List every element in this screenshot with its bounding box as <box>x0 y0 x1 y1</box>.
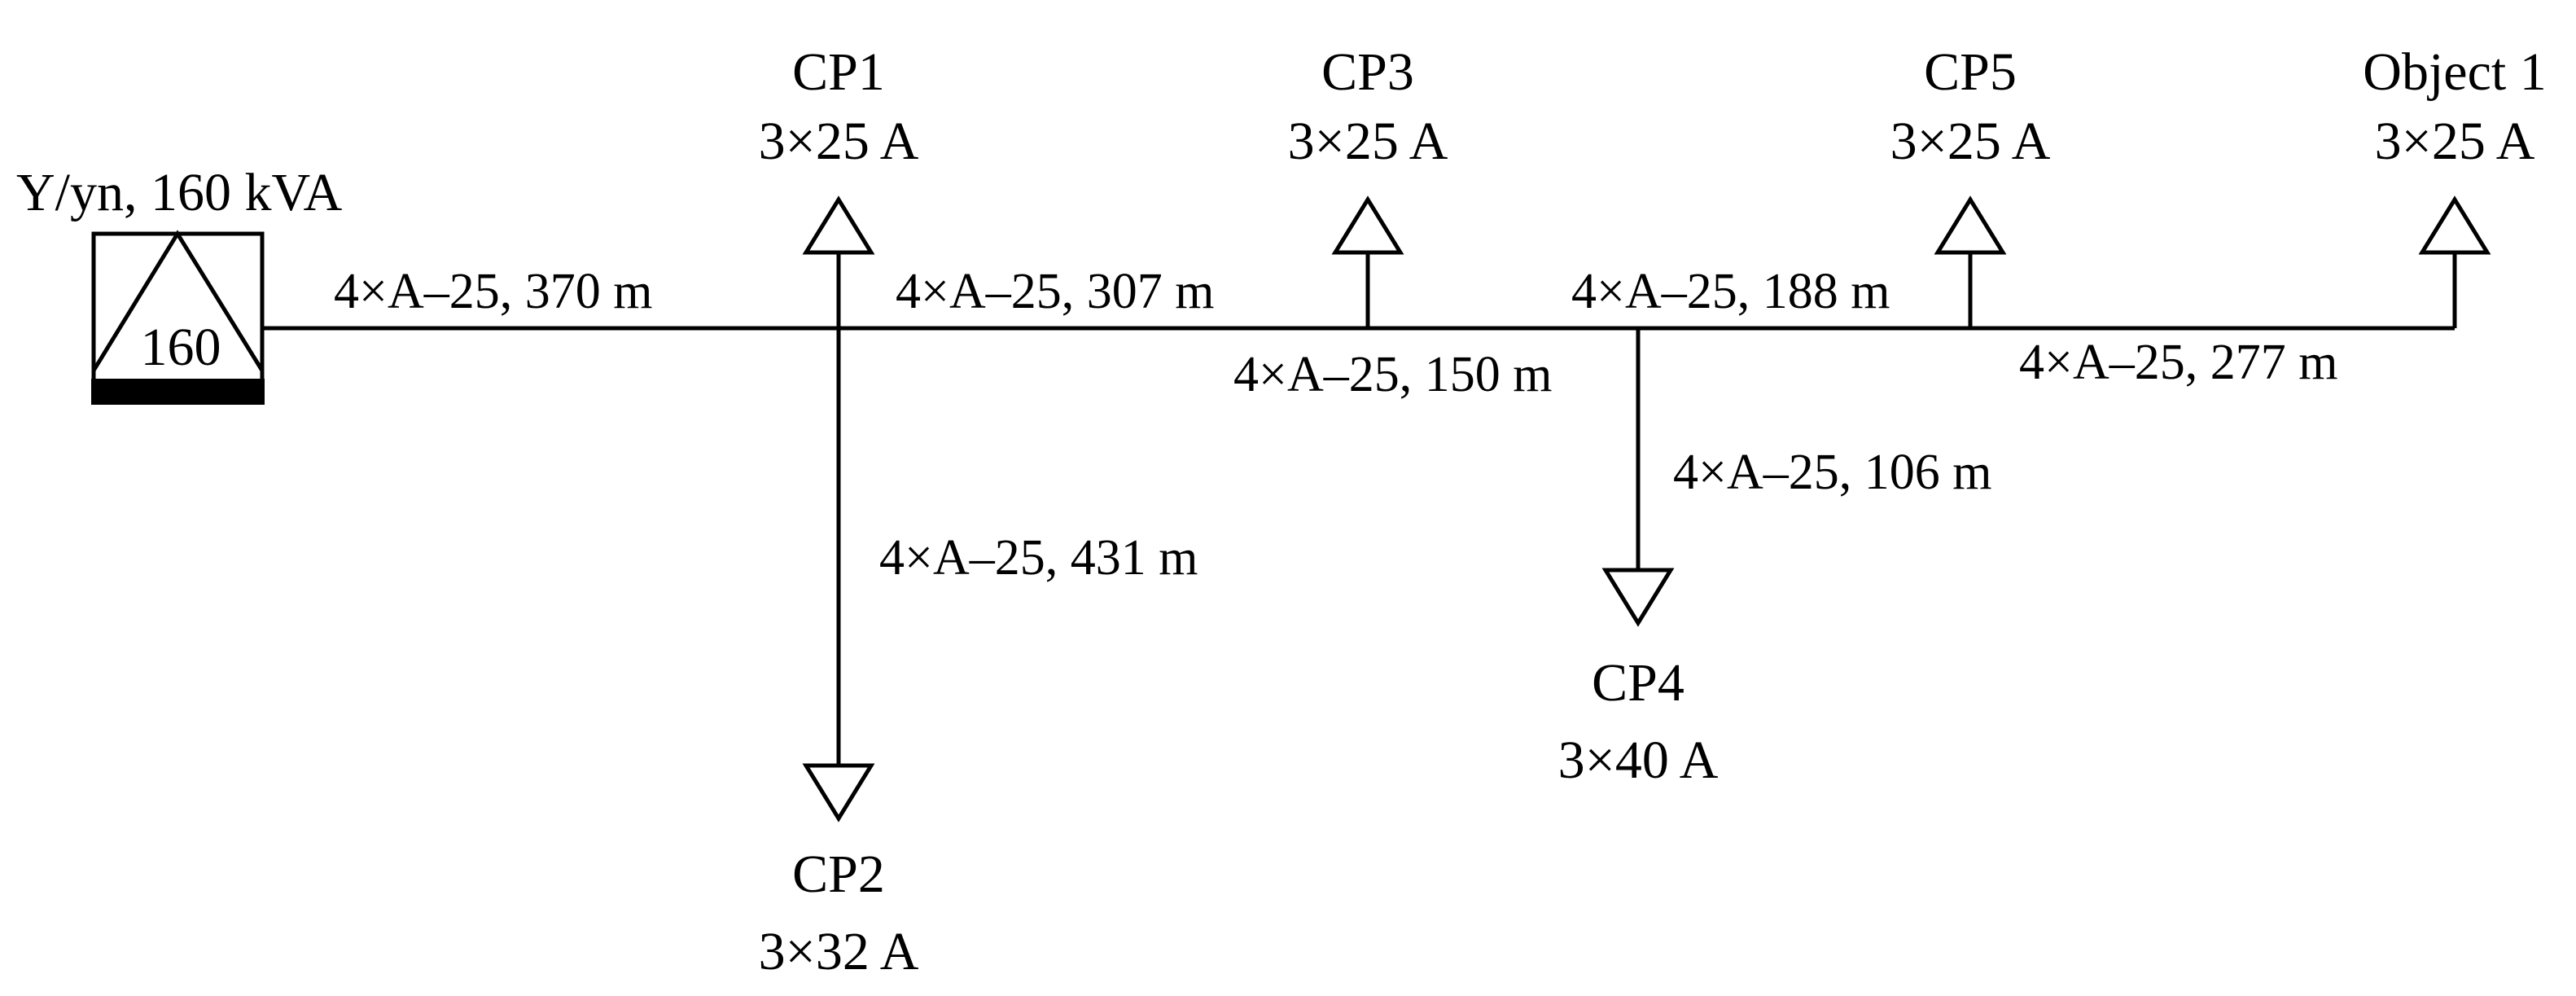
transformer-triangle-icon <box>91 230 265 372</box>
transformer-box <box>91 231 265 391</box>
cp3-label: CP3 3×25 A <box>1288 42 1448 171</box>
cp2-current: 3×32 A <box>759 922 919 981</box>
object1-name: Object 1 <box>2363 42 2546 102</box>
cable-label-cp5-object1: 4×A–25, 277 m <box>2019 335 2337 390</box>
cp4-label: CP4 3×40 A <box>1558 653 1719 790</box>
cp5-current: 3×25 A <box>1890 112 2051 171</box>
cable-label-junction-cp5: 4×A–25, 188 m <box>1571 264 1890 319</box>
cp5-name: CP5 <box>1924 42 2017 102</box>
cp1-name: CP1 <box>792 42 885 102</box>
object1-label: Object 1 3×25 A <box>2363 42 2546 171</box>
transformer-rating: 160 <box>141 318 221 377</box>
cable-label-cp3-junction: 4×A–25, 150 m <box>1233 347 1552 402</box>
cp5-load-arrow-icon <box>1934 195 2007 255</box>
cp2-name: CP2 <box>792 845 885 904</box>
transformer-label: Y/yn, 160 kVA <box>16 163 343 222</box>
cp2-load-arrow-icon <box>802 763 875 823</box>
object1-load-arrow-icon <box>2418 195 2491 255</box>
cp3-current: 3×25 A <box>1288 112 1448 171</box>
transformer-base <box>91 379 265 405</box>
object1-current: 3×25 A <box>2375 112 2535 171</box>
cp3-load-arrow-icon <box>1331 195 1404 255</box>
cp4-current: 3×40 A <box>1558 731 1719 790</box>
cable-label-cp1-cp2: 4×A–25, 431 m <box>879 530 1198 586</box>
cp1-label: CP1 3×25 A <box>759 42 919 171</box>
cable-label-trafo-cp1: 4×A–25, 370 m <box>334 264 652 319</box>
cp4-load-arrow-icon <box>1601 568 1675 627</box>
cp2-label: CP2 3×32 A <box>759 845 919 981</box>
transformer: 160 Y/yn, 160 kVA <box>16 163 343 405</box>
cp4-name: CP4 <box>1592 653 1684 713</box>
cp1-current: 3×25 A <box>759 112 919 171</box>
cp1-load-arrow-icon <box>802 195 875 255</box>
cable-label-junction-cp4: 4×A–25, 106 m <box>1673 445 1991 500</box>
cp5-label: CP5 3×25 A <box>1890 42 2051 171</box>
cable-label-cp1-cp3: 4×A–25, 307 m <box>896 264 1214 319</box>
cp3-name: CP3 <box>1321 42 1414 102</box>
